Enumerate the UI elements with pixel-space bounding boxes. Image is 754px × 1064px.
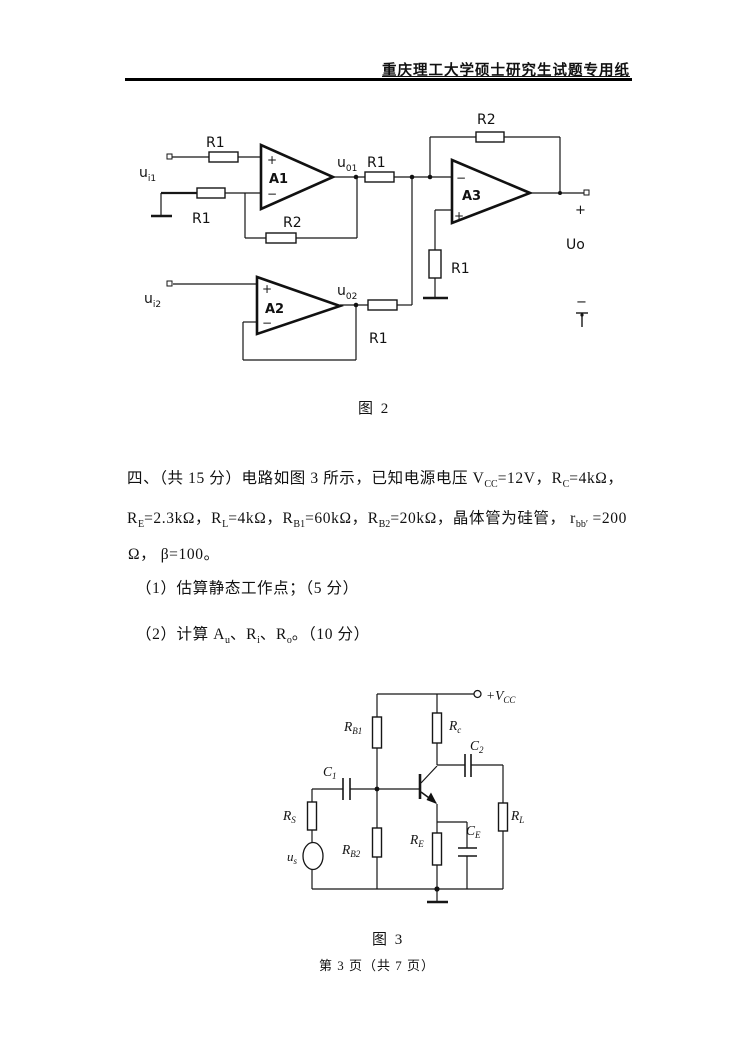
label-re: RE	[409, 832, 424, 849]
label-r1-top: R1	[206, 135, 225, 151]
page-header-title: 重庆理工大学硕士研究生试题专用纸	[382, 63, 630, 79]
header-rule	[125, 78, 632, 81]
label-a2-minus: −	[262, 316, 272, 330]
opamp-a2	[255, 275, 345, 336]
label-rc: Rc	[448, 718, 461, 735]
label-a1-minus: −	[267, 187, 277, 201]
label-uo-plus: +	[575, 203, 586, 218]
junction-dots	[353, 174, 562, 308]
fig3-wires	[311, 693, 504, 890]
opamp-a1	[259, 142, 337, 212]
question-item2: （2）计算 Au、Ri、Ro。（10 分）	[136, 626, 370, 647]
figure2-caption: 图 2	[358, 401, 391, 417]
resistor-r1-series-u01	[364, 171, 395, 183]
question-line1: 四、（共 15 分）电路如图 3 所示，已知电源电压 VCC=12V，RC=4k…	[127, 470, 624, 491]
resistor-re	[431, 832, 443, 866]
label-vcc: +VCC	[486, 688, 516, 705]
fig2-wires	[160, 136, 584, 361]
figure3-caption: 图 3	[372, 932, 405, 948]
label-rb1: RB1	[343, 719, 362, 736]
input-terminal-ui2	[166, 280, 173, 287]
question-line2: RE=2.3kΩ，RL=4kΩ，RB1=60kΩ，RB2=20kΩ，晶体管为硅管…	[127, 510, 627, 531]
label-a2: A2	[265, 302, 284, 317]
source-us	[302, 841, 324, 871]
resistor-rc	[431, 712, 443, 744]
label-ce: CE	[466, 823, 481, 840]
label-c2: C2	[470, 738, 484, 755]
page-footer: 第 3 页（共 7 页）	[318, 958, 435, 973]
resistor-rb1	[371, 716, 383, 749]
label-r1-series-u02: R1	[369, 331, 388, 347]
label-a3-plus: +	[454, 209, 464, 223]
label-r1-series-u01: R1	[367, 155, 386, 171]
resistor-r1-series-u02	[367, 299, 398, 311]
resistor-rl	[497, 802, 509, 832]
label-a3-minus: −	[456, 171, 466, 185]
resistor-r2-a3-feedback	[475, 131, 505, 143]
resistor-r1-a3-ground	[428, 249, 442, 279]
junction-dots	[374, 786, 440, 892]
label-r1-lower: R1	[192, 211, 211, 227]
resistor-r1-a1-minus	[196, 187, 226, 199]
resistor-r1-a1-plus	[208, 151, 239, 163]
resistor-rb2	[371, 827, 383, 858]
label-a2-plus: +	[262, 282, 272, 296]
label-rs: RS	[282, 808, 296, 825]
resistor-rs	[306, 801, 318, 831]
opamp-a3	[450, 158, 534, 225]
label-us: us	[287, 849, 298, 866]
capacitor-c2	[464, 754, 472, 777]
label-a1: A1	[269, 172, 288, 187]
figure2-opamp-circuit: ui1 R1 R1 R2 + A1 − u01 R1 R2 − A3 + R1 …	[139, 112, 590, 361]
label-a1-plus: +	[267, 153, 277, 167]
label-a3: A3	[462, 189, 481, 204]
transistor	[418, 765, 438, 804]
capacitor-ce	[458, 847, 477, 857]
label-r1-a3-ground: R1	[451, 261, 470, 277]
vcc-terminal	[473, 689, 482, 699]
input-terminal-ui1	[166, 153, 173, 160]
question-item1: （1）估算静态工作点；（5 分）	[136, 580, 359, 597]
label-r2-a3: R2	[477, 112, 496, 128]
output-terminal-uo	[583, 189, 590, 196]
capacitor-c1	[342, 778, 351, 800]
label-uo-minus: −	[576, 295, 587, 310]
ground-symbol	[427, 889, 448, 904]
label-r2-a1: R2	[283, 215, 302, 231]
label-ui1: ui1	[139, 165, 156, 184]
label-u01: u01	[337, 155, 357, 174]
label-uo: Uo	[566, 237, 585, 253]
figure3-transistor-circuit: +VCC RB1 Rc C2 C1 RS us RB2 RE CE RL	[282, 688, 524, 904]
output-minus-terminal-mark	[576, 312, 588, 327]
label-u02: u02	[337, 283, 357, 302]
question-line3: Ω， β=100。	[128, 546, 220, 563]
resistor-r2-a1-feedback	[265, 232, 297, 244]
label-rl: RL	[510, 808, 524, 825]
label-rb2: RB2	[341, 842, 361, 859]
label-ui2: ui2	[144, 291, 161, 310]
label-c1: C1	[323, 764, 337, 781]
